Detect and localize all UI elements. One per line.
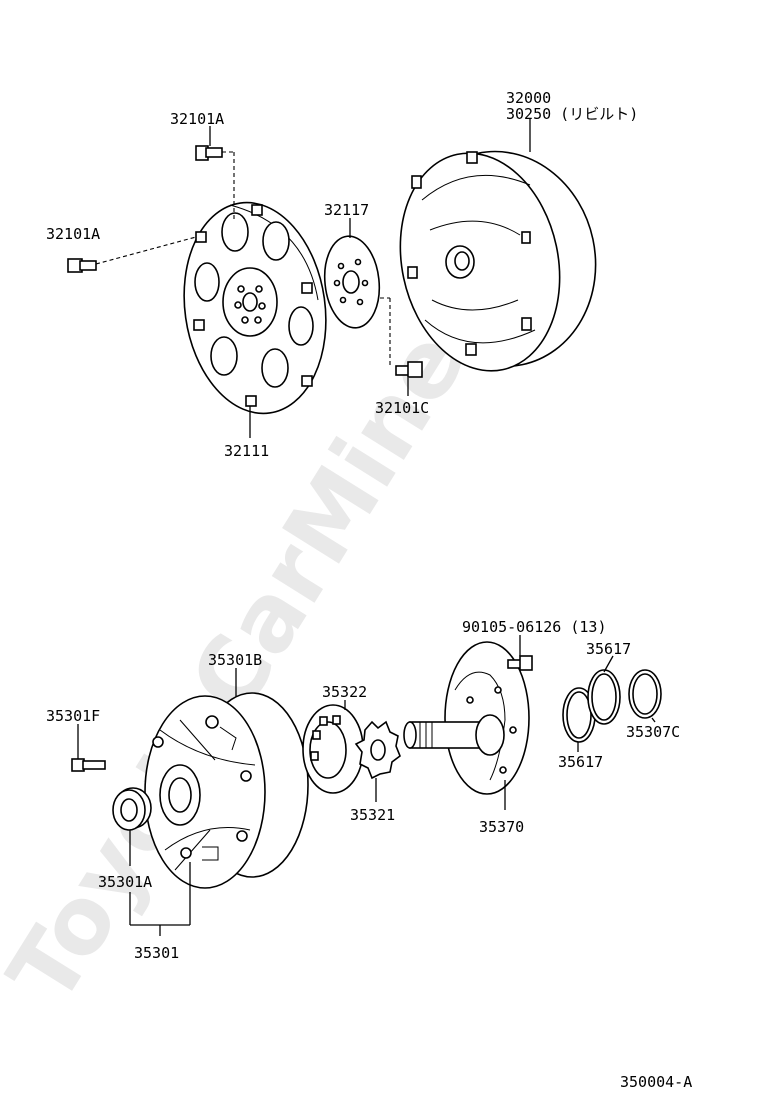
pump-cover-stator-shaft <box>403 641 530 795</box>
label-90105: 90105-06126 (13) <box>462 618 607 636</box>
label-32000: 32000 <box>506 89 551 107</box>
bolt-32101a-top <box>195 145 235 222</box>
label-32101a-left: 32101A <box>46 225 100 243</box>
drive-plate <box>183 201 327 415</box>
label-32117: 32117 <box>324 201 369 219</box>
label-35301a: 35301A <box>98 873 152 891</box>
label-32101c: 32101C <box>375 399 429 417</box>
drive-plate-spacer <box>323 235 391 368</box>
seal-ring-b <box>587 669 621 725</box>
bolt-32101a-left <box>67 236 197 273</box>
label-35301b: 35301B <box>208 651 262 669</box>
label-35307c: 35307C <box>626 723 680 741</box>
label-32111: 32111 <box>224 442 269 460</box>
label-30250: 30250 (リビルト) <box>506 105 638 123</box>
label-32101a-top: 32101A <box>170 110 224 128</box>
bolt-32101c <box>395 361 423 378</box>
label-35301f: 35301F <box>46 707 100 725</box>
label-35322: 35322 <box>322 683 367 701</box>
driven-gear <box>302 704 364 794</box>
bolt-35301f <box>71 758 106 772</box>
oil-pump-body <box>144 692 309 889</box>
label-35617-bottom: 35617 <box>558 753 603 771</box>
seal-ring-c <box>628 669 662 719</box>
label-35321: 35321 <box>350 806 395 824</box>
bolt-90105 <box>507 655 533 671</box>
label-35617-top: 35617 <box>586 640 631 658</box>
diagram-id: 350004-A <box>620 1073 692 1091</box>
drive-gear <box>354 720 401 780</box>
label-35370: 35370 <box>479 818 524 836</box>
label-35301: 35301 <box>134 944 179 962</box>
torque-converter <box>399 150 597 372</box>
oil-seal <box>112 787 152 831</box>
